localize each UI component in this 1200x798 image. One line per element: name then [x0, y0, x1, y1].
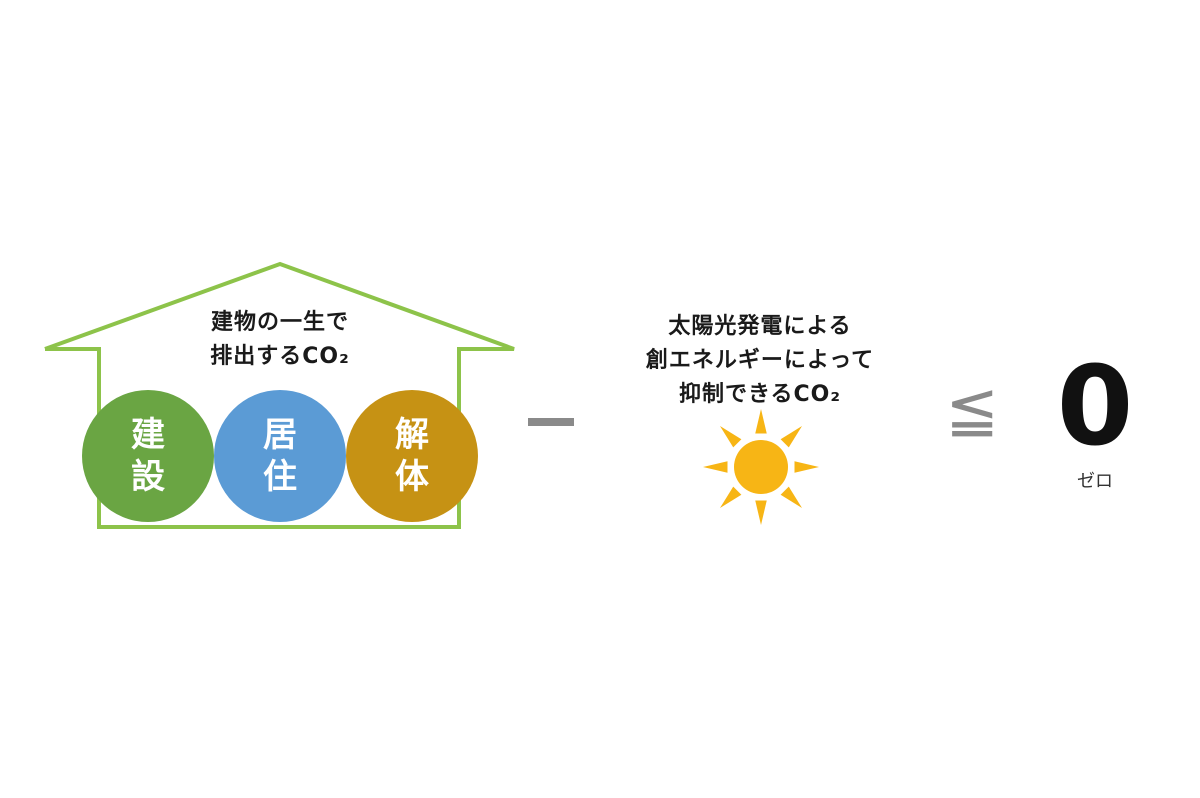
solar-caption: 太陽光発電による 創エネルギーによって 抑制できるCO₂ [590, 310, 930, 412]
sun-ray [780, 486, 803, 509]
house-caption-line1: 建物の一生で [210, 310, 349, 335]
sun-ray [755, 409, 767, 434]
solar-caption-line1: 太陽光発電による [668, 314, 852, 339]
stage-char: 解 [395, 415, 429, 455]
stage-circle-demolition: 解 体 [346, 390, 478, 522]
sun-rays [703, 409, 819, 525]
sun-ray [780, 425, 803, 448]
sun-ray [755, 500, 767, 525]
sun-ray [719, 425, 742, 448]
stage-circle-construction: 建 設 [82, 390, 214, 522]
stage-char: 建 [131, 415, 165, 455]
stage-char: 設 [131, 457, 165, 497]
sun-core [734, 440, 788, 494]
minus-operator [528, 418, 574, 426]
result-label: ゼロ [1077, 471, 1113, 492]
stage-char: 体 [395, 457, 429, 497]
stage-circle-living: 居 住 [214, 390, 346, 522]
house-caption: 建物の一生で 排出するCO₂ [150, 306, 410, 374]
house-caption-line2: 排出するCO₂ [210, 344, 350, 369]
result-value: 0 [1056, 342, 1134, 470]
stage-char: 居 [263, 415, 297, 455]
solar-caption-line2: 創エネルギーによって [645, 348, 875, 373]
sun-ray [703, 461, 728, 473]
sun-icon [703, 409, 819, 525]
solar-caption-line3: 抑制できるCO₂ [678, 382, 842, 407]
sun-ray [794, 461, 819, 473]
less-equal-operator: ≦ [945, 373, 999, 447]
stage-char: 住 [263, 457, 297, 497]
sun-ray [719, 486, 742, 509]
